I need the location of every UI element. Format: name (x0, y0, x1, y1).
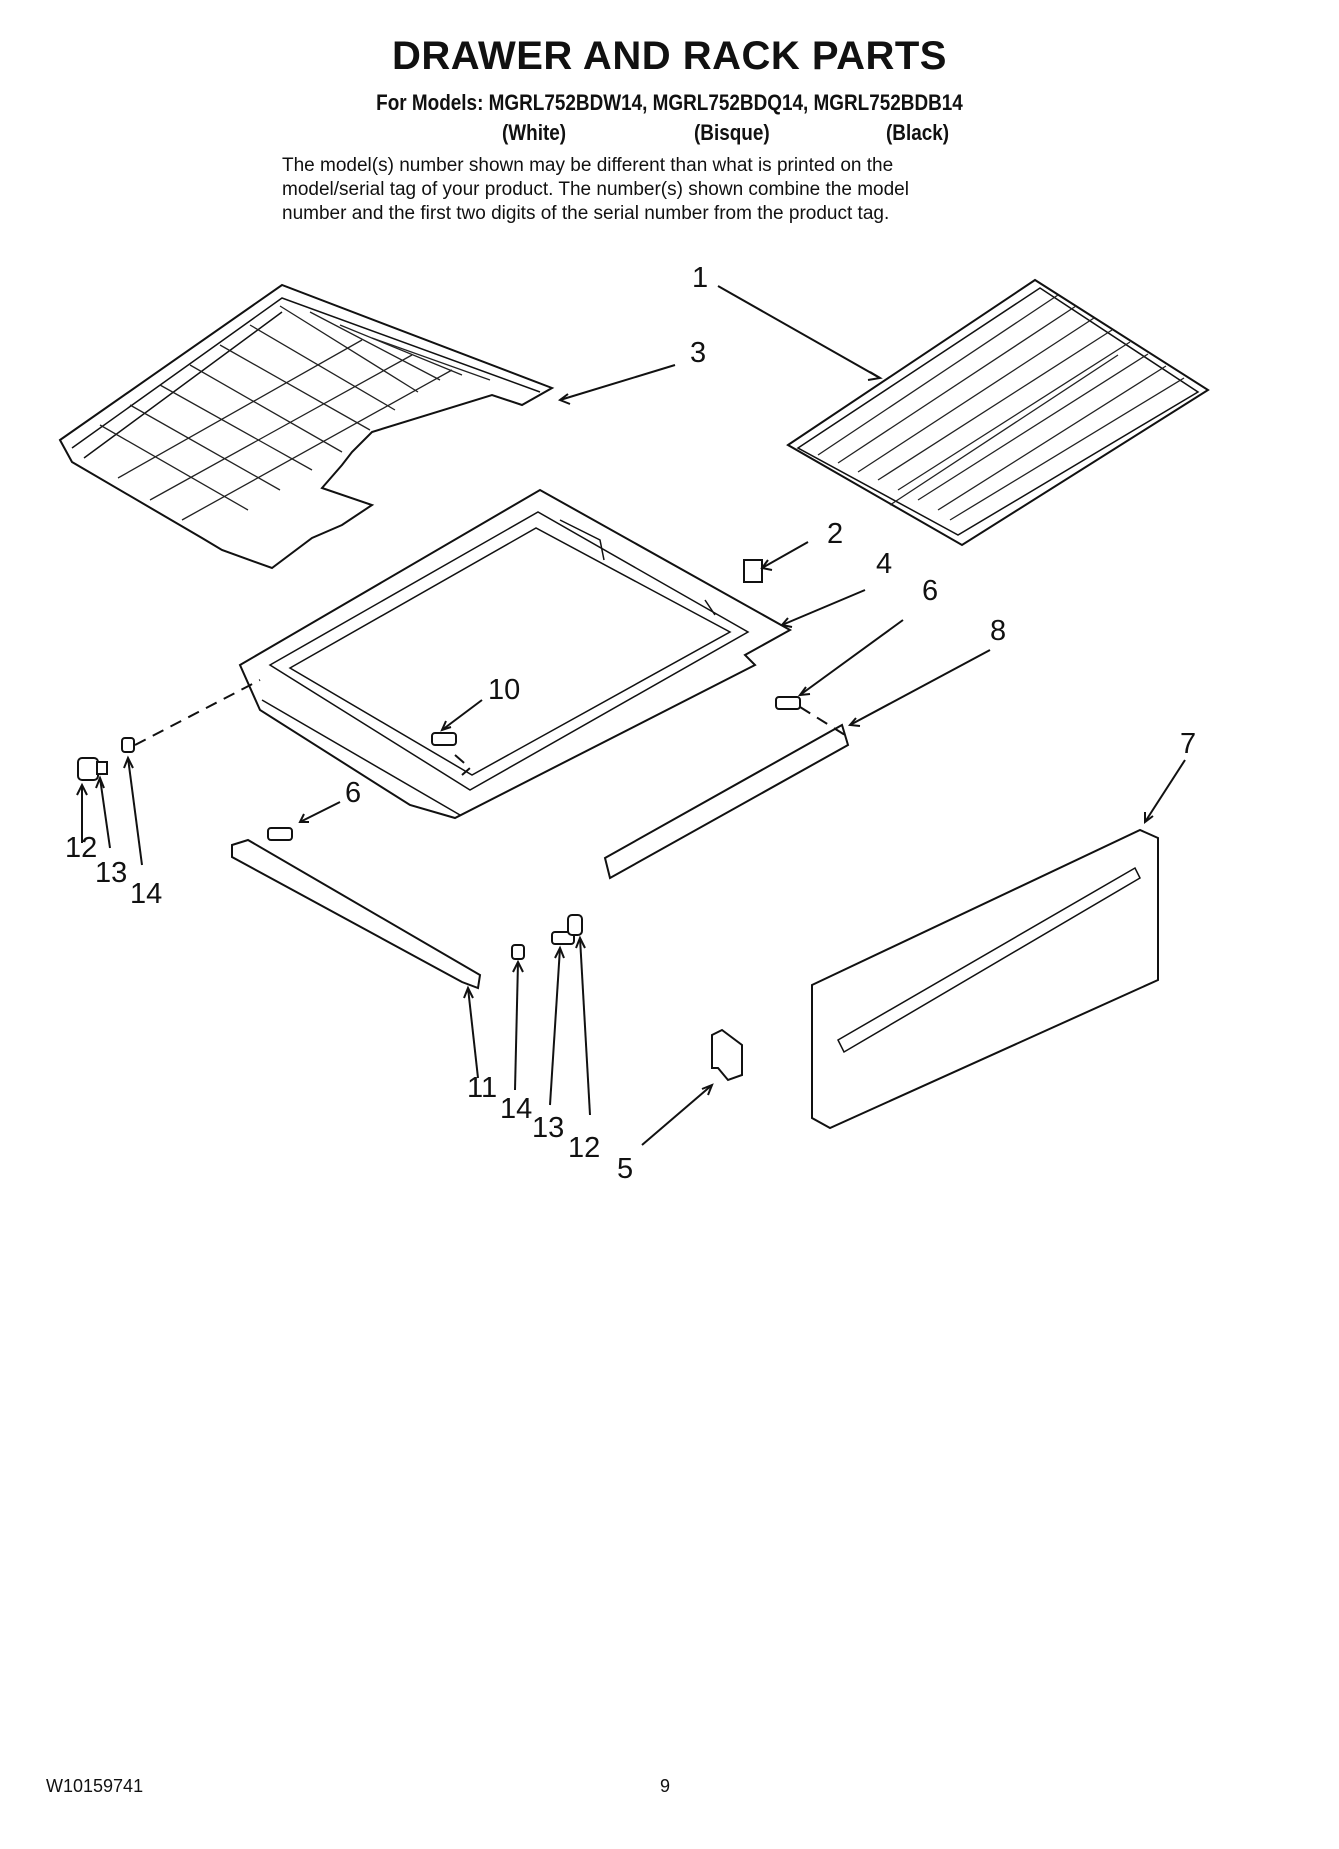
fasteners (77, 696, 801, 960)
callout-6: 6 (922, 575, 938, 607)
color-white: (White) (502, 120, 567, 145)
page-title: DRAWER AND RACK PARTS (392, 34, 947, 78)
models-line: For Models: MGRL752BDW14, MGRL752BDQ14, … (376, 90, 963, 115)
drawer-pan-part (238, 488, 793, 820)
color-bisque: (Bisque) (694, 120, 770, 145)
model-note-line: model/serial tag of your product. The nu… (282, 179, 909, 200)
callout-5: 5 (617, 1153, 633, 1185)
grate-rack-part (58, 283, 555, 570)
callout-7: 7 (1180, 728, 1196, 760)
callout-1: 1 (692, 262, 708, 294)
callout-14-left: 14 (130, 878, 162, 910)
page-number: 9 (660, 1776, 671, 1796)
callout-12-right: 12 (568, 1132, 600, 1164)
drawer-front-part (811, 828, 1159, 1130)
model-note-line: number and the first two digits of the s… (282, 203, 890, 224)
oven-rack-part (786, 278, 1210, 547)
callout-10: 10 (488, 674, 520, 706)
callout-4: 4 (876, 548, 892, 580)
callout-6-lower: 6 (345, 777, 361, 809)
callout-11: 11 (467, 1072, 497, 1104)
callout-2: 2 (827, 518, 843, 550)
clip-part (743, 559, 763, 583)
color-black: (Black) (886, 120, 950, 145)
model-note-line: The model(s) number shown may be differe… (282, 155, 894, 176)
right-slide-rail-part (603, 723, 850, 880)
callout-13-left: 13 (95, 857, 127, 889)
leader-lines (76, 285, 1186, 1146)
callout-12-left: 12 (65, 832, 97, 864)
bracket-part (711, 1028, 743, 1082)
callout-13-right: 13 (532, 1112, 564, 1144)
callout-labels: 1 3 2 4 6 8 10 7 6 12 13 14 11 14 13 12 … (65, 262, 1196, 1185)
callout-8: 8 (990, 615, 1006, 647)
callout-14-right: 14 (500, 1093, 532, 1125)
document-number: W10159741 (46, 1776, 144, 1796)
left-slide-rail-part (231, 838, 482, 990)
callout-3: 3 (690, 337, 706, 369)
model-note: The model(s) number shown may be differe… (282, 154, 1082, 226)
